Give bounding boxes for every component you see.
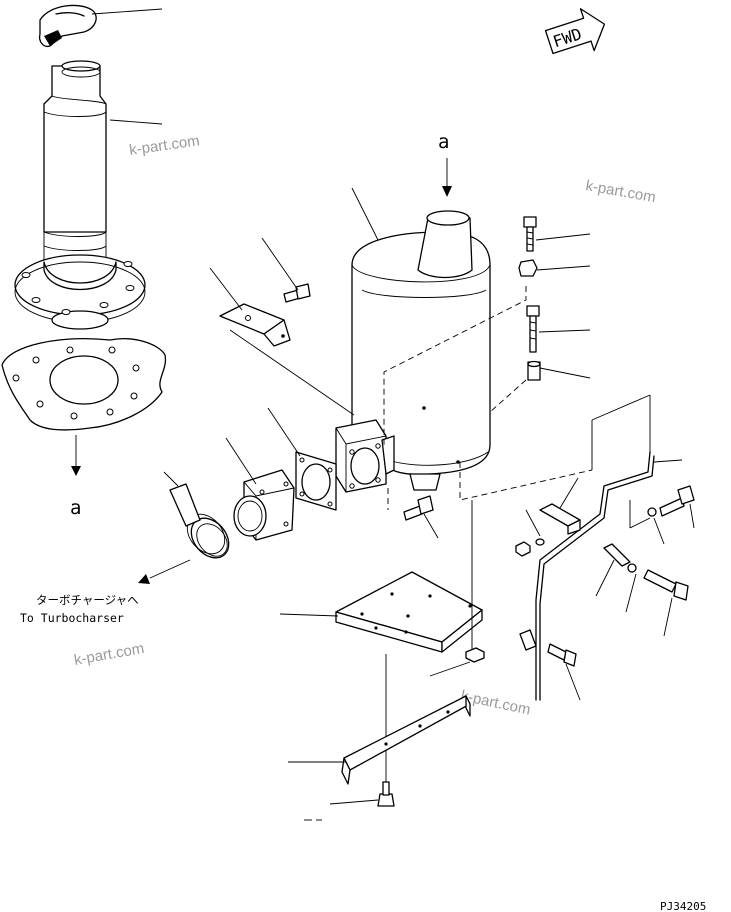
flange-gasket bbox=[267, 407, 337, 511]
support-angle-bracket bbox=[288, 695, 471, 785]
nut-upper-right bbox=[518, 259, 591, 277]
watermark: k-part.com bbox=[584, 177, 657, 206]
view-a-arrow: a bbox=[438, 131, 452, 197]
stack-gasket: a bbox=[1, 338, 167, 519]
watermark: k-part.com bbox=[73, 640, 146, 669]
to-turbocharger-label-en: To Turbocharser bbox=[20, 611, 124, 625]
stay-lower-bolt bbox=[547, 643, 581, 701]
center-line bbox=[229, 329, 355, 416]
bolt-upper-right bbox=[523, 216, 591, 252]
plate-nut bbox=[429, 647, 485, 677]
stay-rod bbox=[535, 394, 683, 701]
long-bolt bbox=[643, 569, 689, 637]
stay-lower-clip bbox=[519, 629, 537, 651]
hidden-line bbox=[489, 379, 527, 413]
stay-spacer-tube bbox=[595, 543, 637, 613]
bolt bbox=[261, 237, 311, 303]
view-label-a-left: a bbox=[70, 497, 81, 519]
spacer-collar bbox=[527, 360, 591, 381]
exhaust-stack-pipe bbox=[14, 60, 163, 330]
to-turbocharger-callout: ターボチャージャヘ To Turbocharser bbox=[20, 559, 191, 625]
view-label-a-top: a bbox=[438, 131, 449, 153]
muffler-mounting-plate bbox=[279, 571, 483, 653]
bolt-mid-right bbox=[526, 305, 591, 353]
flange-bolt bbox=[403, 495, 439, 539]
stay-bolt-right bbox=[629, 485, 695, 545]
exhaust-adapter-tube bbox=[225, 437, 295, 541]
hidden-line bbox=[383, 286, 527, 445]
watermark: k-part.com bbox=[128, 132, 201, 159]
muffler bbox=[335, 187, 491, 493]
small-nut bbox=[515, 509, 545, 557]
hidden-line bbox=[459, 462, 593, 501]
bracket-bolt bbox=[304, 781, 395, 821]
rain-cap bbox=[38, 4, 163, 48]
exhaust-clamp-ring bbox=[163, 471, 230, 559]
drawing-code: PJ34205 bbox=[660, 900, 706, 912]
mounting-bracket-small bbox=[209, 267, 291, 347]
fwd-direction-arrow: FWD bbox=[544, 8, 606, 55]
stay-clip bbox=[539, 477, 581, 535]
to-turbocharger-label-jp: ターボチャージャヘ bbox=[36, 593, 139, 607]
